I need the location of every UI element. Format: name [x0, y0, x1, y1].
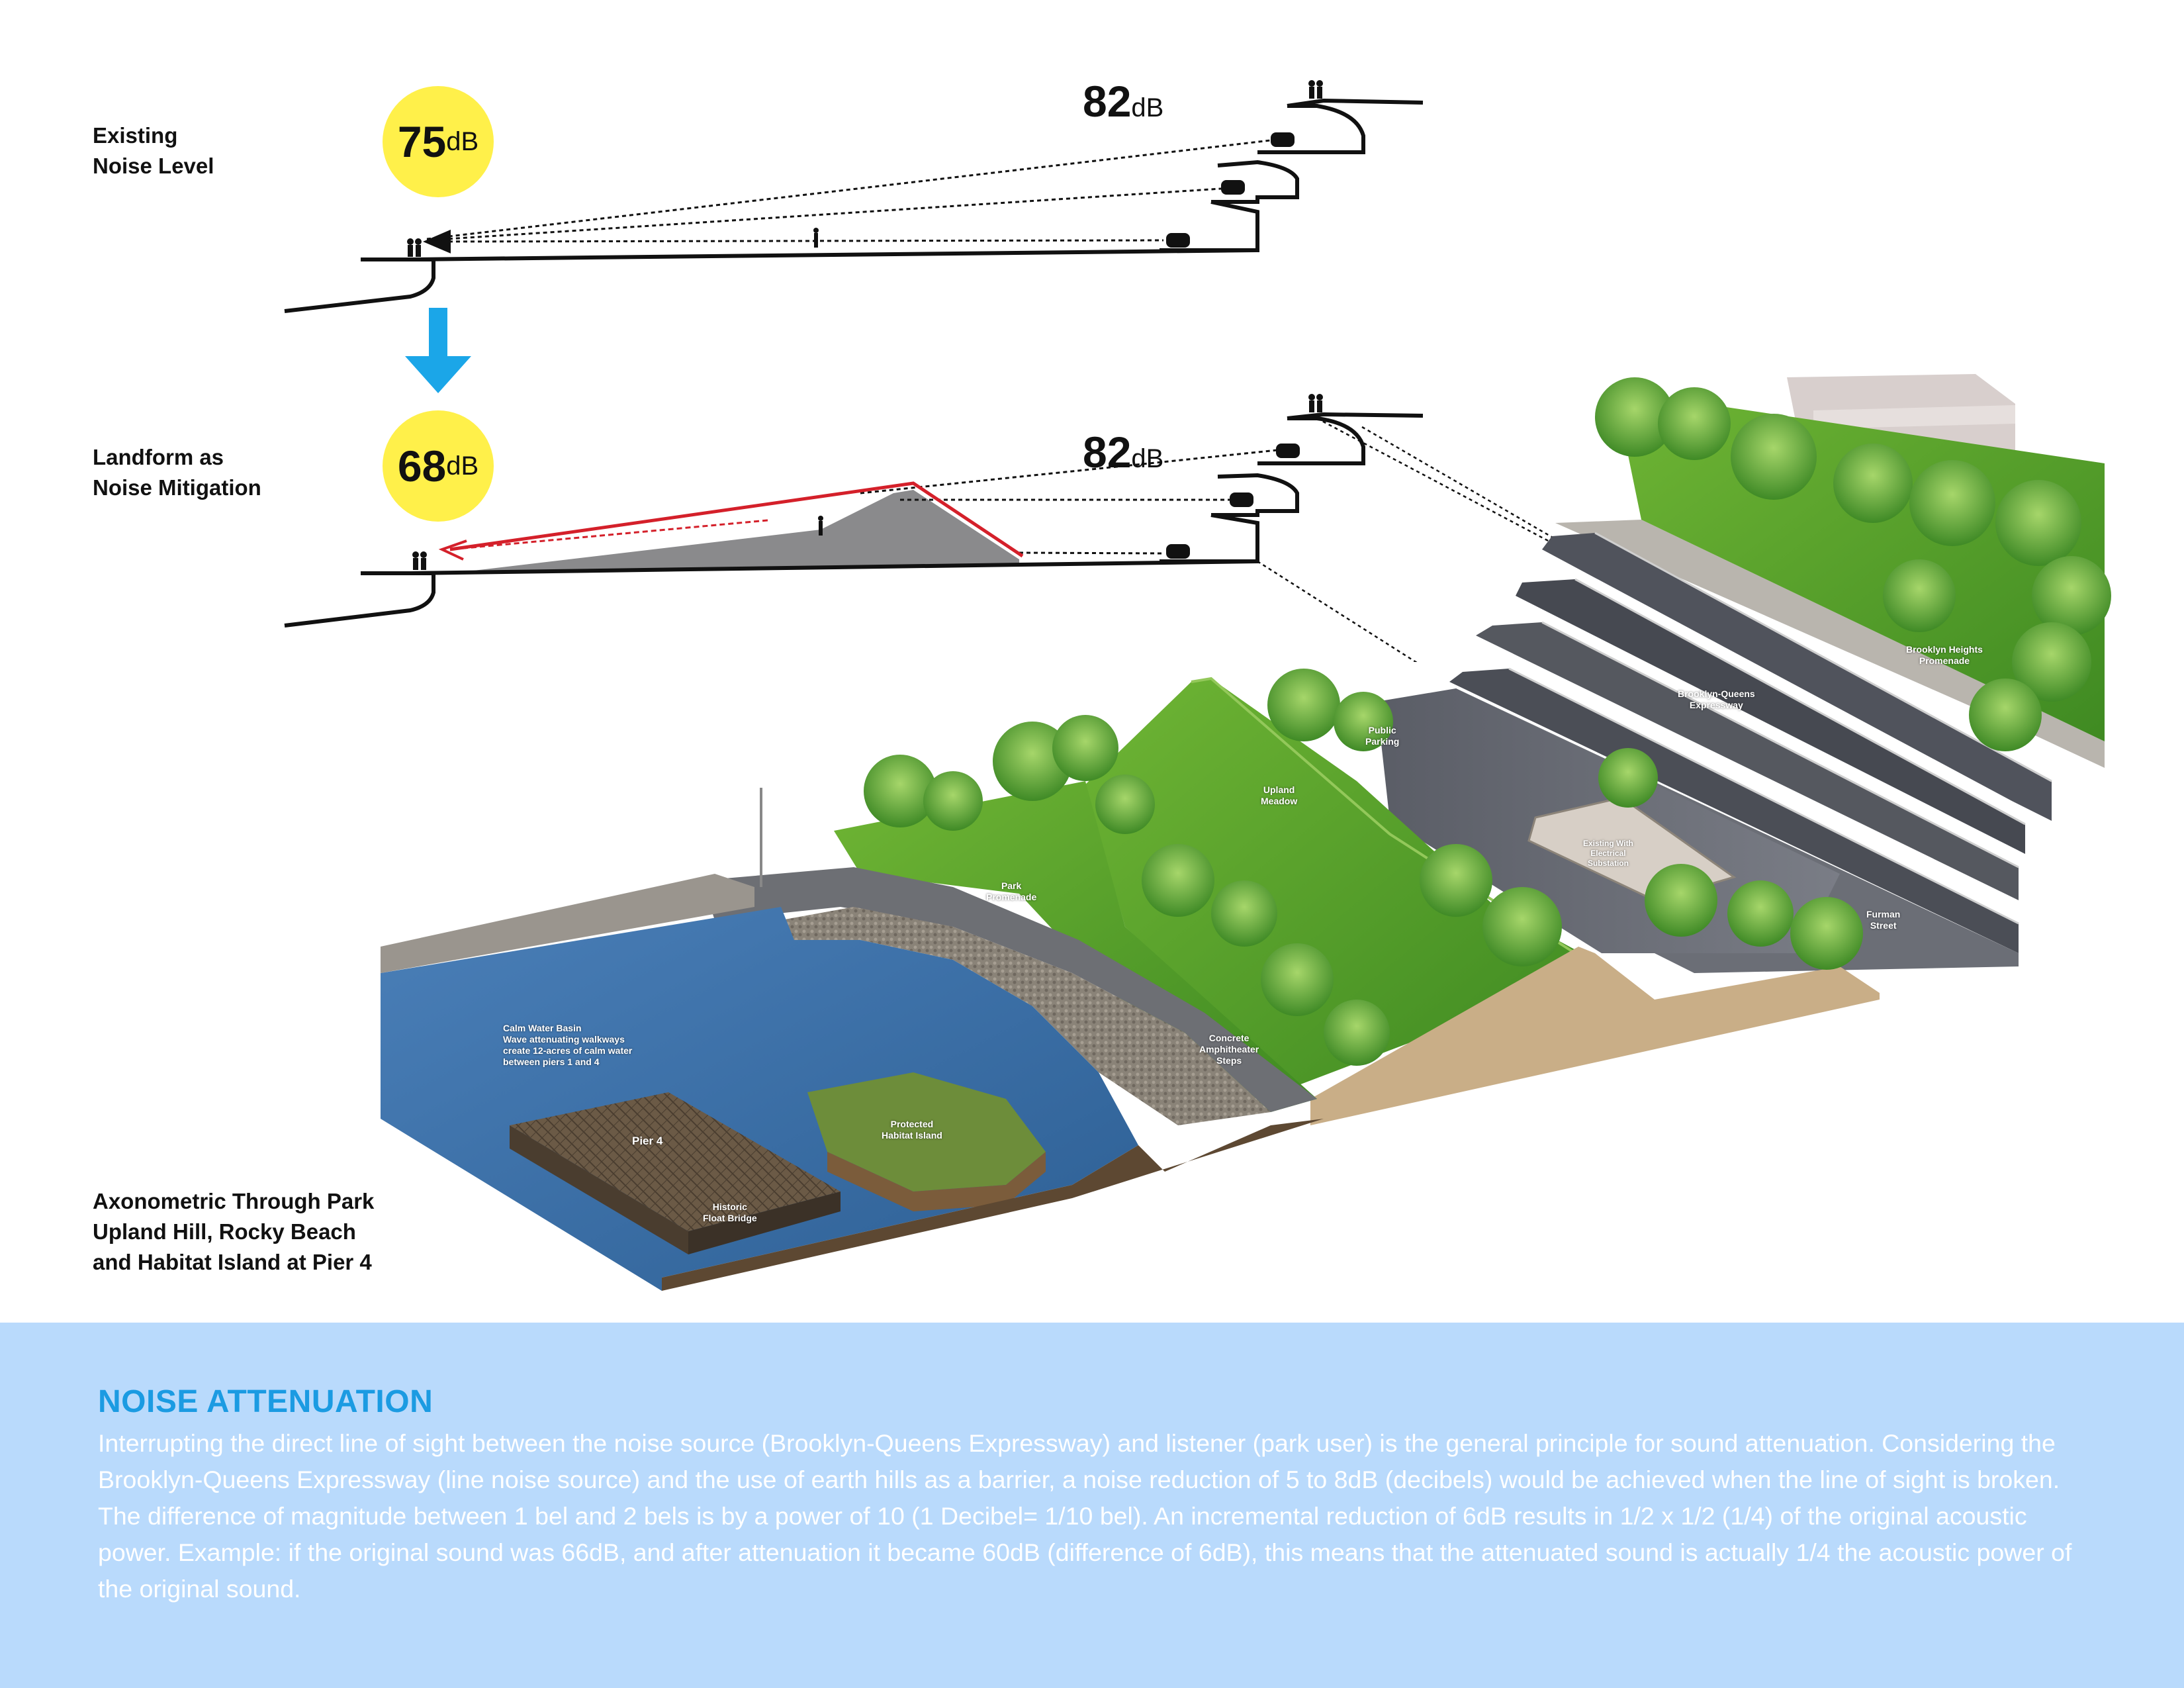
- existing-db-unit: dB: [446, 126, 479, 156]
- existing-road-db-value: 82: [1083, 77, 1132, 126]
- pier4-label: Pier 4: [632, 1135, 662, 1147]
- habitat-island: [807, 1072, 1046, 1192]
- section-diagrams: [284, 80, 1563, 662]
- axonometric-label-line1: Axonometric Through Park: [93, 1189, 375, 1213]
- mitigation-label: Landform as Noise Mitigation: [93, 442, 261, 503]
- public-parking-text-2: Parking: [1365, 736, 1400, 747]
- person-icon: [1308, 394, 1323, 412]
- heights-promenade-label: Brooklyn Heights Promenade: [1906, 644, 1983, 667]
- calm-water-desc-3: between piers 1 and 4: [503, 1056, 600, 1067]
- habitat-island-label: Protected Habitat Island: [882, 1119, 942, 1141]
- notes-panel: [0, 1323, 2184, 1688]
- float-bridge-text-1: Historic: [712, 1201, 747, 1212]
- substation-label: Existing With Electrical Substation: [1583, 839, 1633, 868]
- upland-meadow: [1085, 679, 1582, 1086]
- person-icon: [407, 238, 422, 257]
- existing-db-value: 75: [397, 117, 447, 166]
- pier4-text: Pier 4: [632, 1135, 663, 1147]
- existing-road-db-unit: dB: [1131, 93, 1164, 122]
- bqe-label: Brooklyn-Queens Expressway: [1678, 688, 1755, 711]
- pier-walkway: [381, 874, 754, 973]
- mitigation-db-unit: dB: [446, 451, 479, 481]
- park-promenade: [702, 867, 1317, 1112]
- person-icon: [1308, 80, 1323, 99]
- rocky-beach: [781, 907, 1271, 1125]
- person-icon: [818, 516, 823, 536]
- heights-promenade-text-1: Brooklyn Heights: [1906, 644, 1983, 655]
- furman-street-text-1: Furman: [1866, 909, 1901, 919]
- amphitheater-text-3: Steps: [1216, 1055, 1242, 1066]
- habitat-island-text-1: Protected: [890, 1119, 934, 1129]
- substation-text-1: Existing With: [1583, 839, 1633, 848]
- float-bridge-text-2: Float Bridge: [703, 1213, 757, 1223]
- existing-label-line2: Noise Level: [93, 154, 214, 178]
- notes-body: Interrupting the direct line of sight be…: [98, 1429, 2072, 1603]
- car-icon: [1271, 132, 1295, 147]
- upland-meadow-text-2: Meadow: [1261, 796, 1298, 806]
- calm-water-desc-1: Wave attenuating walkways: [503, 1034, 625, 1045]
- float-bridge-label: Historic Float Bridge: [703, 1201, 757, 1224]
- axonometric-label-line3: and Habitat Island at Pier 4: [93, 1250, 372, 1274]
- upland-meadow-text-1: Upland: [1263, 784, 1295, 795]
- furman-street-text-2: Street: [1870, 920, 1897, 931]
- existing-label: Existing Noise Level: [93, 120, 214, 181]
- mitigation-label-line1: Landform as: [93, 445, 224, 469]
- person-icon: [412, 551, 427, 570]
- heights-promenade-text-2: Promenade: [1919, 655, 1970, 666]
- pier4-deck: [510, 1092, 841, 1231]
- amphitheater-label: Concrete Amphitheater Steps: [1199, 1033, 1259, 1066]
- substation-text-2: Electrical: [1590, 849, 1626, 858]
- existing-label-line1: Existing: [93, 123, 178, 148]
- mitigation-road-db-unit: dB: [1131, 444, 1164, 473]
- heights-promenade: [1555, 520, 2105, 768]
- car-icon: [1166, 544, 1190, 559]
- car-icon: [1276, 444, 1300, 458]
- notes-title: NOISE ATTENUATION: [98, 1384, 433, 1419]
- public-parking-label: Public Parking: [1365, 725, 1399, 747]
- calm-water-title: Calm Water Basin: [503, 1023, 582, 1033]
- car-icon: [1166, 233, 1190, 248]
- calm-water-label: Calm Water Basin Wave attenuating walkwa…: [503, 1023, 632, 1068]
- existing-section: [284, 80, 1424, 313]
- calm-water-desc-2: create 12-acres of calm water: [503, 1045, 633, 1056]
- amphitheater-text-1: Concrete: [1208, 1033, 1250, 1043]
- axonometric-label: Axonometric Through Park Upland Hill, Ro…: [93, 1186, 374, 1278]
- trees: [864, 377, 2111, 1066]
- person-icon: [813, 228, 819, 248]
- mitigation-db-value: 68: [397, 442, 447, 491]
- furman-street-label: Furman Street: [1866, 909, 1900, 931]
- mitigation-label-line2: Noise Mitigation: [93, 475, 261, 500]
- bqe-text-1: Brooklyn-Queens: [1678, 688, 1755, 699]
- habitat-island-text-2: Habitat Island: [882, 1130, 942, 1141]
- car-icon: [1230, 492, 1253, 507]
- car-icon: [1221, 180, 1245, 195]
- projection-lines: [1257, 417, 1563, 662]
- amphitheater-text-2: Amphitheater: [1199, 1044, 1259, 1055]
- park-promenade-label: Park Promenade: [986, 880, 1036, 903]
- axonometric-label-line2: Upland Hill, Rocky Beach: [93, 1219, 356, 1244]
- upland-meadow-label: Upland Meadow: [1261, 784, 1297, 807]
- public-parking-text-1: Public: [1368, 725, 1396, 735]
- mitigation-section: [284, 394, 1424, 628]
- park-promenade-text-2: Promenade: [986, 892, 1037, 902]
- bqe-text-2: Expressway: [1689, 700, 1743, 710]
- park-promenade-text-1: Park: [1001, 880, 1022, 891]
- down-arrow-icon: [405, 308, 471, 393]
- substation-text-3: Substation: [1587, 859, 1629, 868]
- axonometric-illustration: [381, 374, 2111, 1291]
